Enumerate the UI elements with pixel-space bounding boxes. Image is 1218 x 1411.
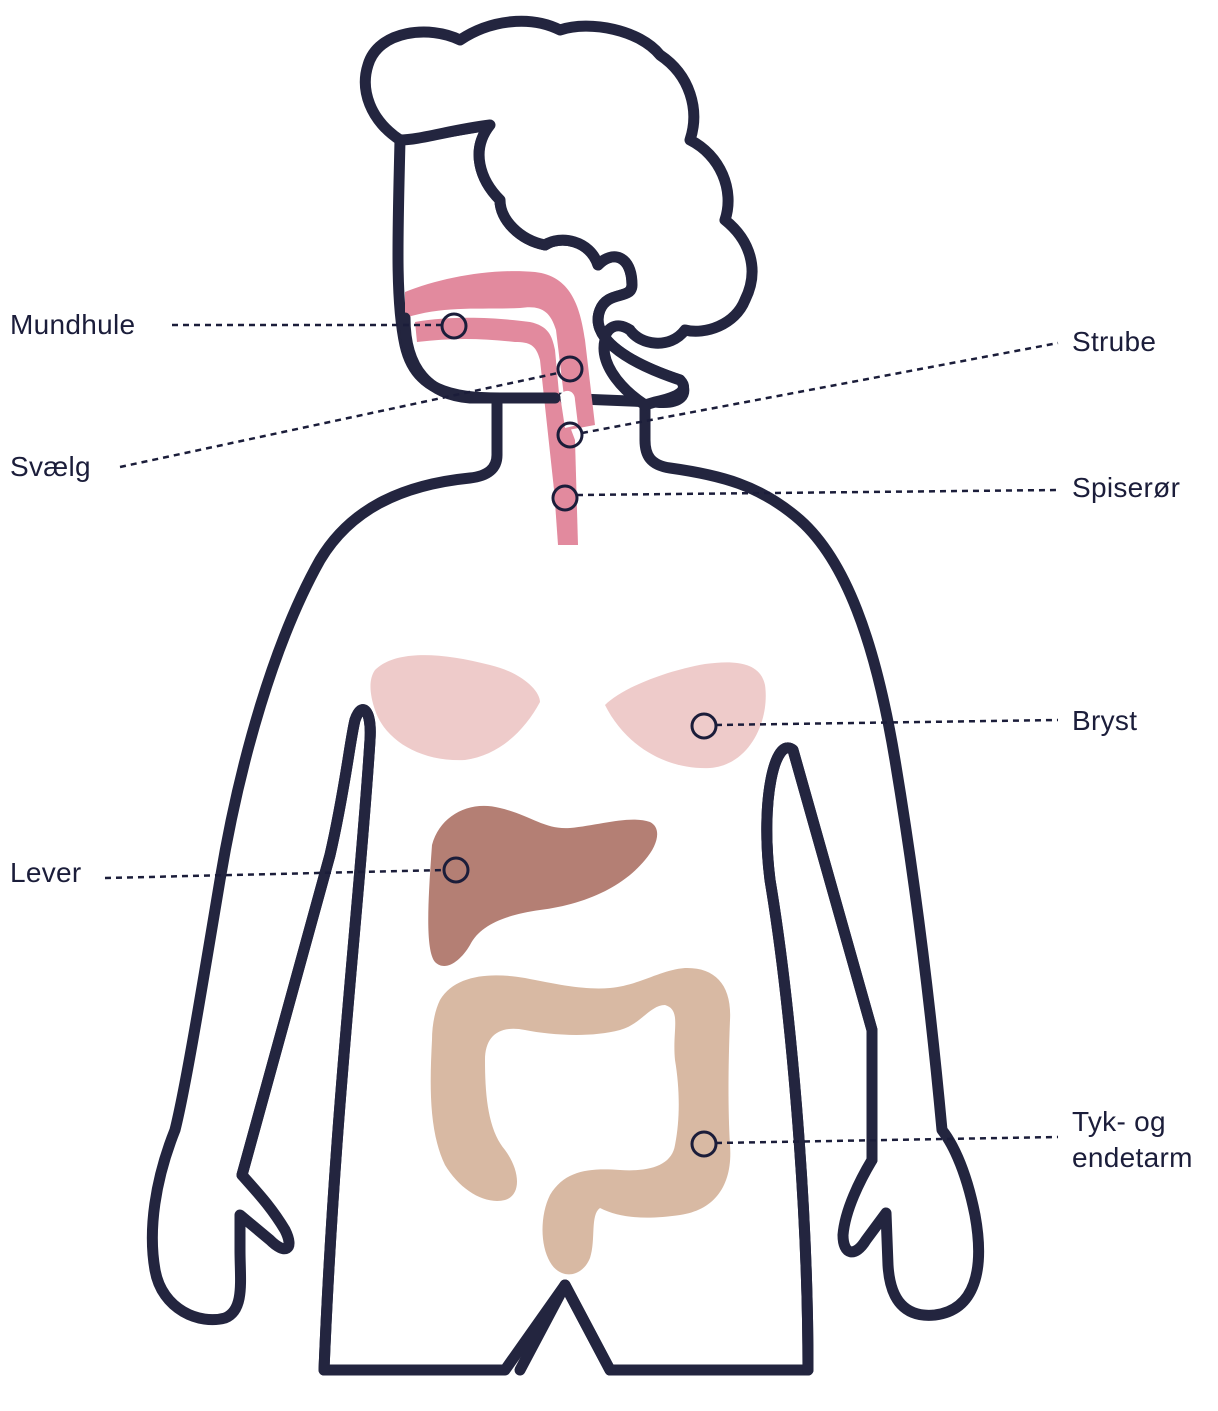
- label-larynx: Strube: [1072, 325, 1156, 359]
- label-breast: Bryst: [1072, 704, 1137, 738]
- label-liver: Lever: [10, 856, 82, 890]
- label-colon-line1: Tyk- og: [1072, 1105, 1166, 1139]
- label-colon-line2: endetarm: [1072, 1141, 1193, 1175]
- label-pharynx: Svælg: [10, 450, 91, 484]
- label-esophagus: Spiserør: [1072, 471, 1180, 505]
- label-mouth: Mundhule: [10, 308, 135, 342]
